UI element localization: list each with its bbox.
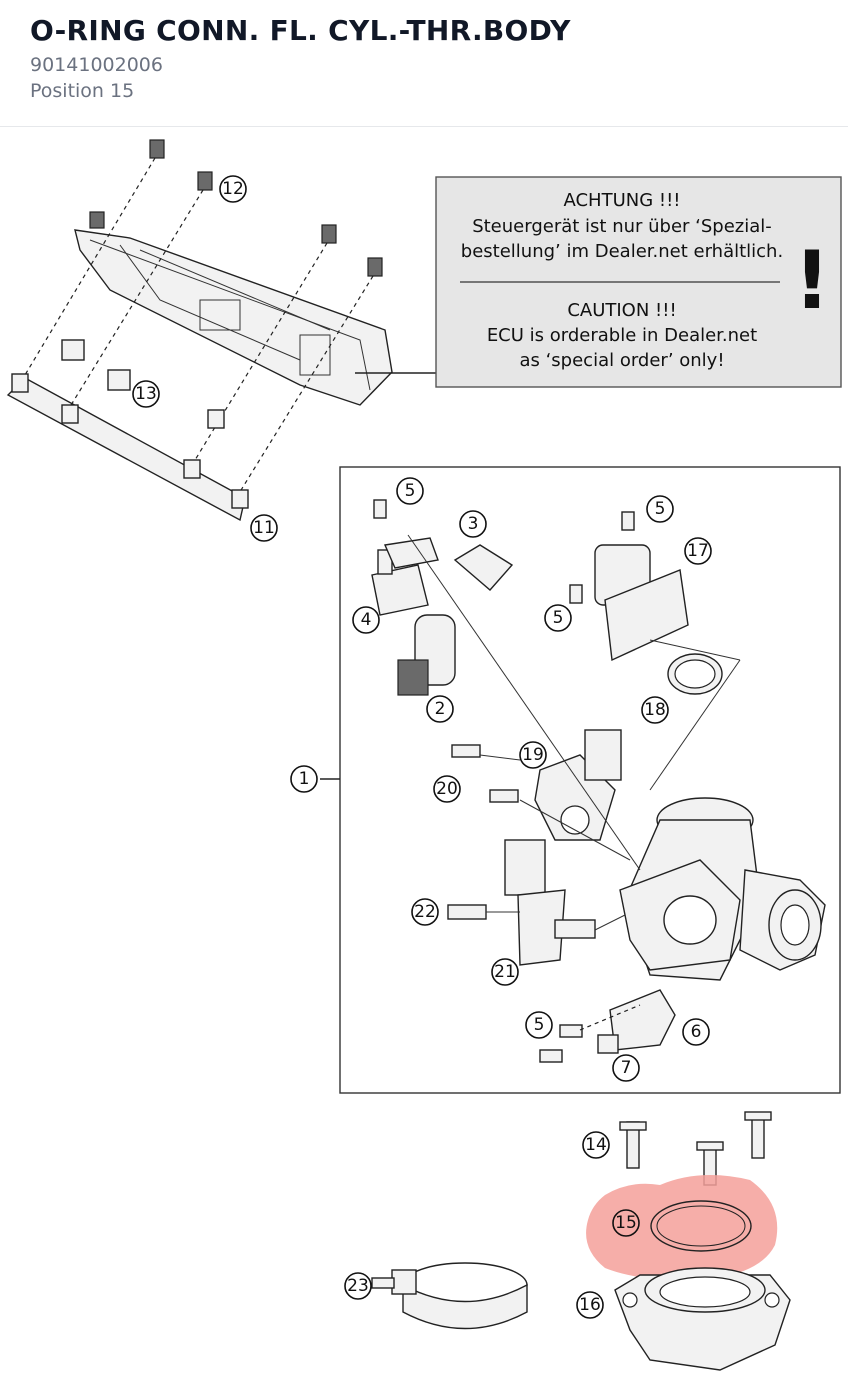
svg-text:18: 18: [644, 700, 666, 720]
callout-1[interactable]: 1: [290, 765, 318, 793]
note-line-2: Steuergerät ist nur über ‘Spezial-: [472, 216, 772, 237]
svg-text:20: 20: [436, 779, 458, 799]
ecu-assembly: [6, 139, 393, 522]
svg-text:23: 23: [347, 1276, 369, 1296]
callout-13[interactable]: 13: [132, 380, 160, 408]
part-number: 90141002006: [30, 54, 163, 76]
callout-14[interactable]: 14: [582, 1131, 610, 1159]
exclamation-icon: !: [794, 234, 830, 327]
callout-4[interactable]: 4: [352, 606, 380, 634]
svg-text:7: 7: [621, 1058, 632, 1078]
callout-12[interactable]: 12: [219, 175, 247, 203]
callout-2[interactable]: 2: [426, 695, 454, 723]
svg-text:22: 22: [414, 902, 436, 922]
position-label: Position 15: [30, 80, 135, 102]
note-line-6: as ‘special order’ only!: [519, 350, 724, 371]
throttle-body-parts: [371, 499, 826, 1063]
callout-5-c[interactable]: 5: [544, 604, 572, 632]
ecu-base-plate: [6, 377, 246, 522]
svg-text:11: 11: [253, 518, 275, 538]
svg-text:13: 13: [135, 384, 157, 404]
highlight-position-15: [586, 1175, 778, 1281]
callout-15[interactable]: 15: [612, 1209, 640, 1237]
callout-17[interactable]: 17: [684, 537, 712, 565]
svg-text:21: 21: [494, 962, 516, 982]
svg-text:1: 1: [299, 769, 310, 789]
svg-text:2: 2: [435, 699, 446, 719]
part-header: O-RING CONN. FL. CYL.-THR.BODY 901410020…: [0, 0, 848, 127]
page-title: O-RING CONN. FL. CYL.-THR.BODY: [30, 14, 571, 47]
bottom-parts: [371, 1111, 791, 1371]
svg-text:5: 5: [405, 481, 416, 501]
callout-11[interactable]: 11: [250, 514, 278, 542]
callout-7[interactable]: 7: [612, 1054, 640, 1082]
callouts: 12 13 11 1 5 3 5 17 4 5 2 18 19 20 22 21…: [132, 175, 712, 1319]
svg-text:12: 12: [222, 179, 244, 199]
svg-text:5: 5: [534, 1015, 545, 1035]
callout-23[interactable]: 23: [344, 1272, 372, 1300]
ecu-screws: [89, 139, 383, 277]
exploded-diagram: ACHTUNG !!! Steuergerät ist nur über ‘Sp…: [6, 139, 842, 1371]
callout-5-d[interactable]: 5: [525, 1011, 553, 1039]
svg-text:5: 5: [553, 608, 564, 628]
callout-5-a[interactable]: 5: [396, 477, 424, 505]
callout-16[interactable]: 16: [576, 1291, 604, 1319]
svg-text:14: 14: [585, 1135, 607, 1155]
note-line-1: ACHTUNG !!!: [563, 190, 680, 211]
svg-text:6: 6: [691, 1022, 702, 1042]
note-line-3: bestellung’ im Dealer.net erhältlich.: [461, 241, 783, 262]
note-line-5: ECU is orderable in Dealer.net: [487, 325, 757, 346]
ecu-caution-note: ACHTUNG !!! Steuergerät ist nur über ‘Sp…: [355, 176, 842, 388]
callout-20[interactable]: 20: [433, 775, 461, 803]
callout-19[interactable]: 19: [519, 741, 547, 769]
callout-5-b[interactable]: 5: [646, 495, 674, 523]
callout-3[interactable]: 3: [459, 510, 487, 538]
svg-text:15: 15: [615, 1213, 637, 1233]
svg-text:3: 3: [468, 514, 479, 534]
throttle-body-frame: [320, 466, 841, 1094]
svg-text:5: 5: [655, 499, 666, 519]
ecu-housing: [74, 229, 393, 406]
o-ring-15: [650, 1200, 752, 1252]
svg-text:4: 4: [361, 610, 372, 630]
svg-text:17: 17: [687, 541, 709, 561]
callout-18[interactable]: 18: [641, 696, 669, 724]
svg-text:16: 16: [579, 1295, 601, 1315]
callout-22[interactable]: 22: [411, 898, 439, 926]
callout-21[interactable]: 21: [491, 958, 519, 986]
svg-text:19: 19: [522, 745, 544, 765]
callout-6[interactable]: 6: [682, 1018, 710, 1046]
note-line-4: CAUTION !!!: [567, 300, 676, 321]
